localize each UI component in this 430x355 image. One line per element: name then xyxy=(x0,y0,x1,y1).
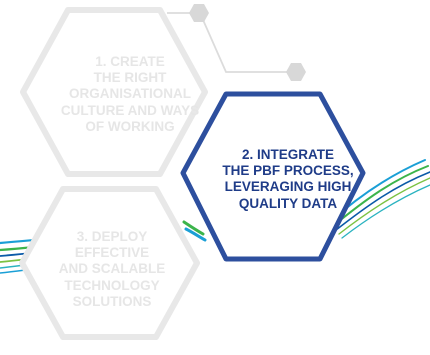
hexagon-2-label: 2. INTEGRATE THE PBF PROCESS, LEVERAGING… xyxy=(203,147,373,212)
connector-node-icon xyxy=(286,63,306,81)
ribbon-stroke xyxy=(335,171,430,231)
connector-node-icon xyxy=(189,4,209,22)
ribbon-stroke xyxy=(341,184,430,239)
ribbon-stroke xyxy=(184,227,207,242)
hexagon-3-line: SOLUTIONS xyxy=(72,293,152,309)
ribbon-stroke xyxy=(182,220,205,236)
hexagon-1-line: ORGANISATIONAL xyxy=(69,86,191,102)
hexagon-3-line: 3. DEPLOY xyxy=(76,229,148,244)
hexagon-3-outline xyxy=(19,186,200,340)
hexagon-1-line: THE RIGHT xyxy=(93,70,167,86)
hexagon-3-line: TECHNOLOGY xyxy=(64,277,160,293)
hexagon-3-line: AND SCALABLE xyxy=(58,261,166,277)
ribbon-stroke xyxy=(338,177,430,235)
hexagon-1-outline xyxy=(20,7,208,177)
hexagon-3-label: 3. DEPLOY EFFECTIVE AND SCALABLE TECHNOL… xyxy=(37,229,187,310)
connector-line xyxy=(167,12,290,73)
hexagon-1-label: 1. CREATE THE RIGHT ORGANISATIONAL CULTU… xyxy=(45,54,215,135)
hexagon-1-line: 1. CREATE xyxy=(95,54,165,69)
hexagon-2-line: 2. INTEGRATE xyxy=(241,147,334,162)
hexagon-2-line: LEVERAGING HIGH xyxy=(224,179,352,195)
hexagon-2-outline xyxy=(180,91,366,262)
hexagon-2-line: THE PBF PROCESS, xyxy=(222,163,354,179)
hexagon-2-line: QUALITY DATA xyxy=(238,195,338,211)
hexagon-3-line: EFFECTIVE xyxy=(74,245,150,261)
hexagon-1-line: OF WORKING xyxy=(85,118,175,134)
hexagon-1-line: CULTURE AND WAYS xyxy=(60,102,200,118)
connector xyxy=(167,4,306,81)
